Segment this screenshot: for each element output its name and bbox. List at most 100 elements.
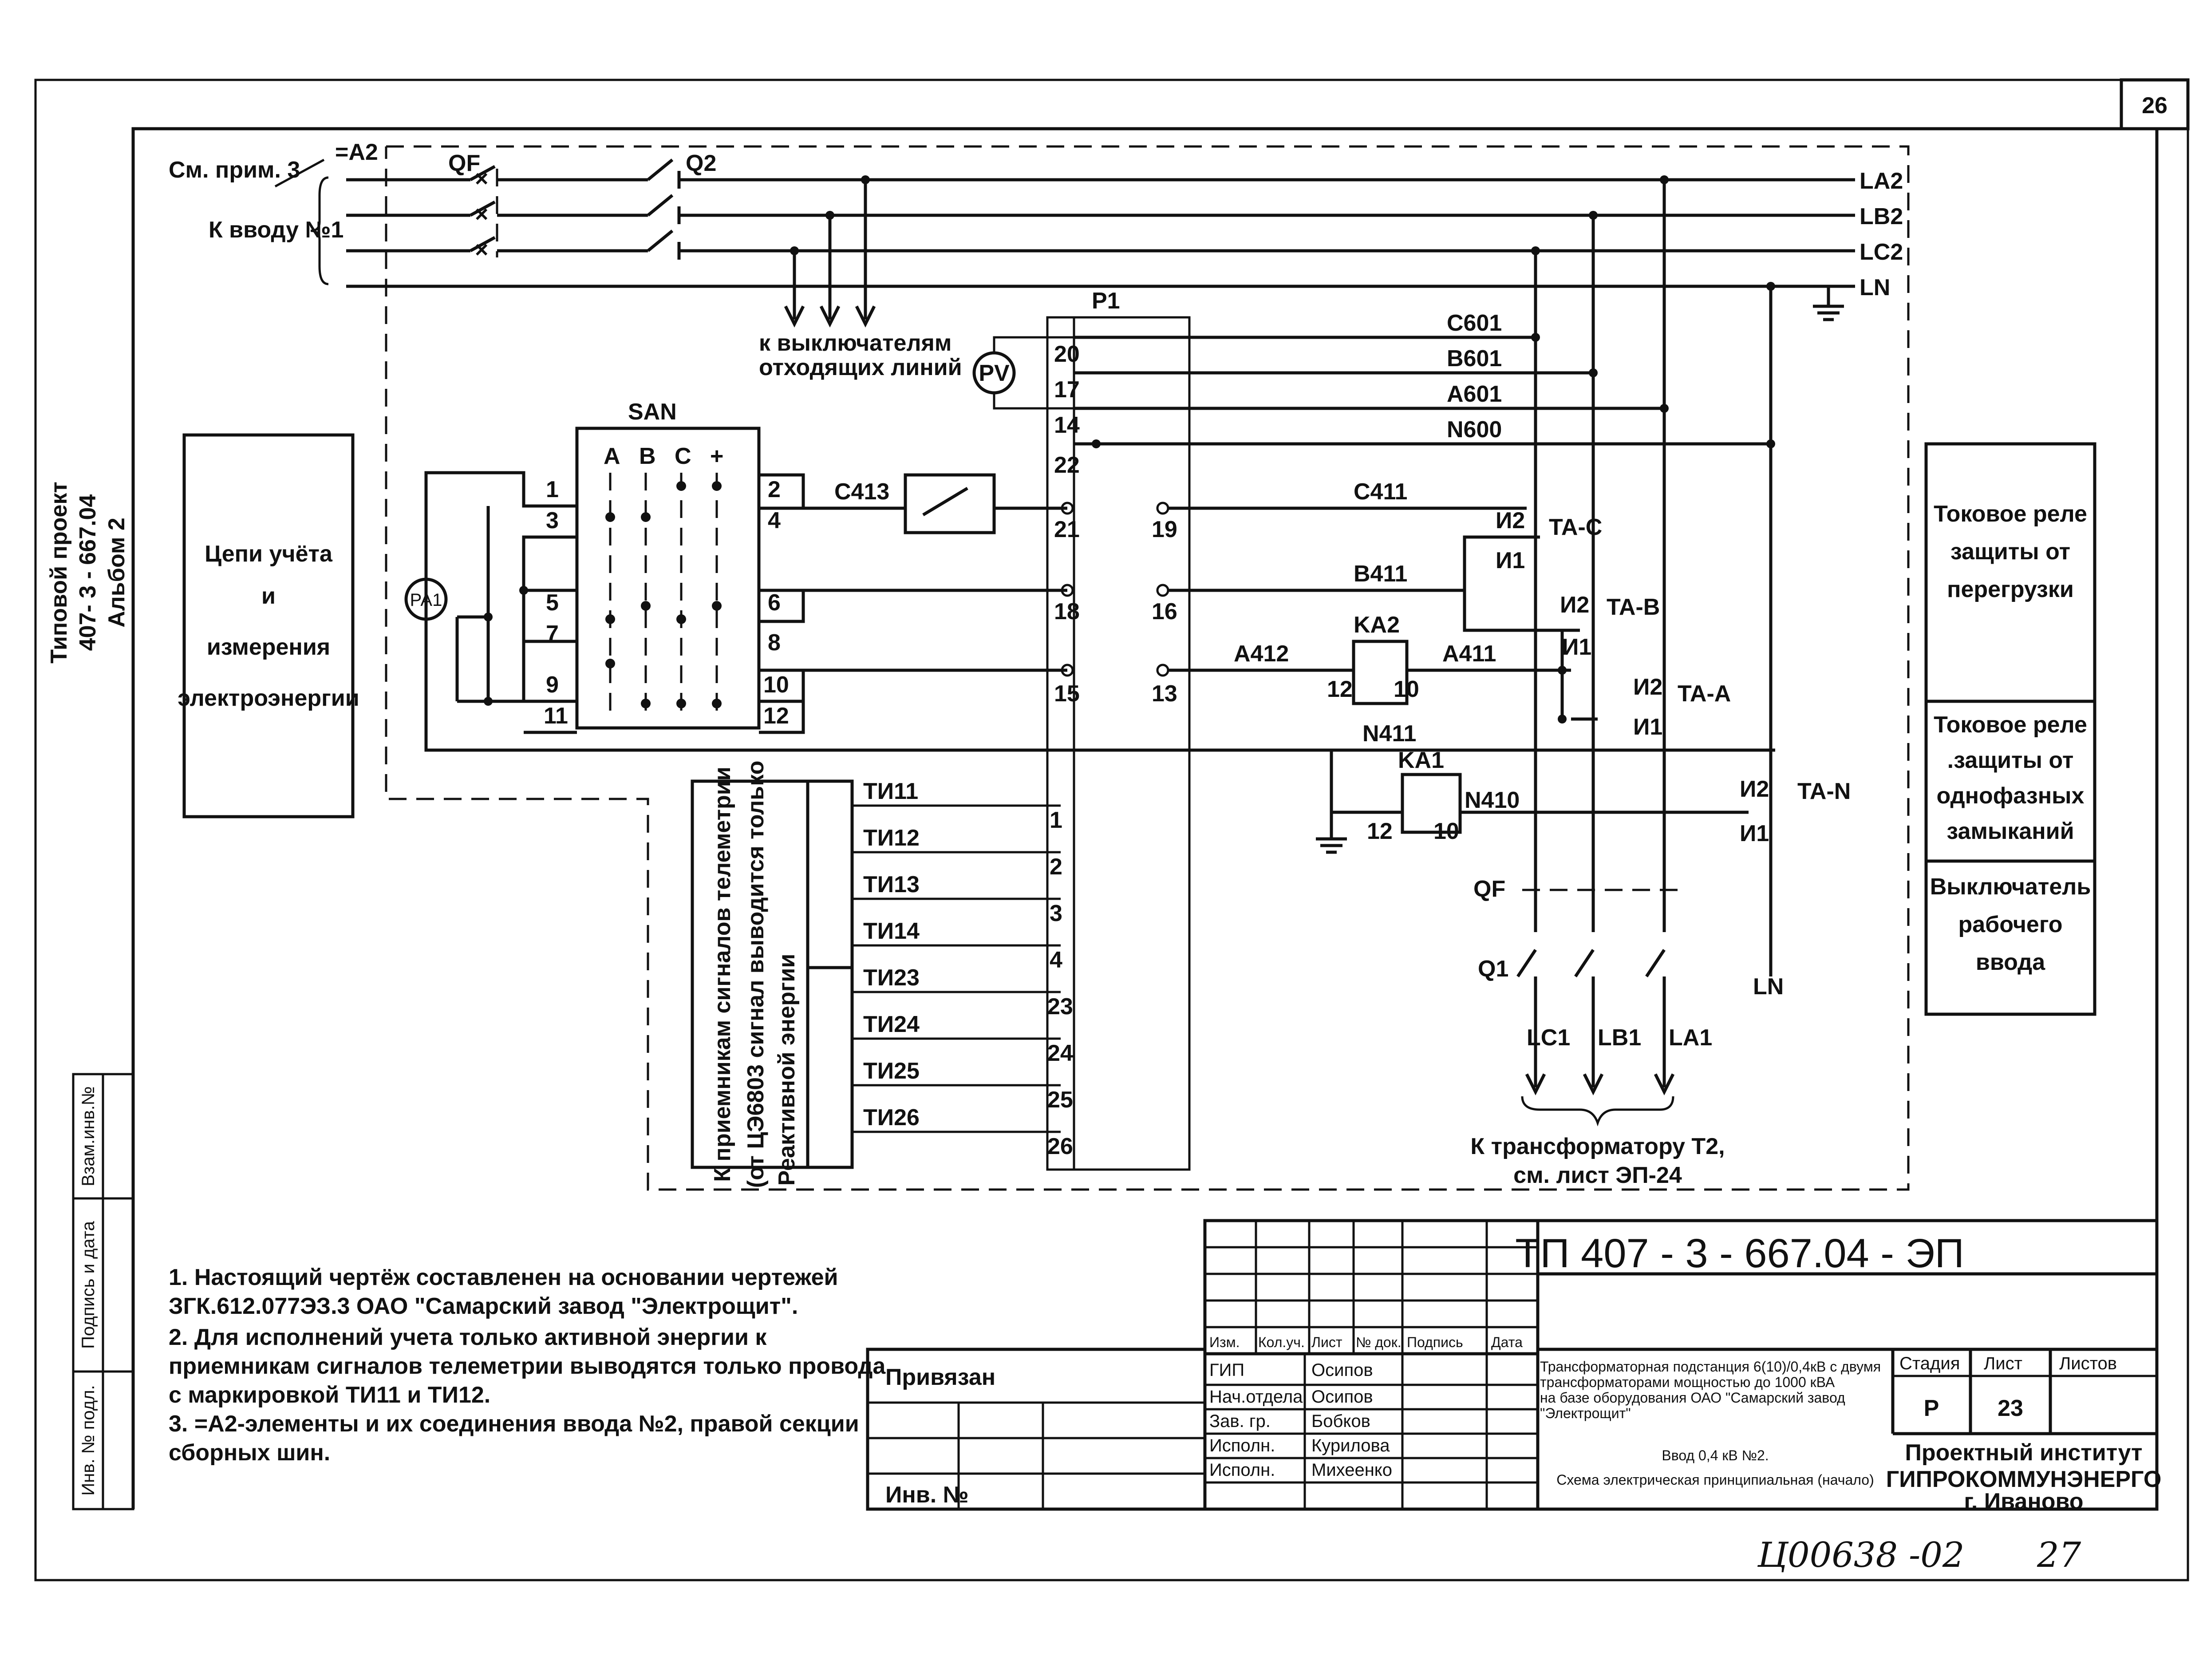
wire-n410: N410	[1465, 787, 1520, 813]
bus-lb2: LB2	[1860, 204, 1903, 229]
telemetry-signals: ТИ11 ТИ12 ТИ13 ТИ14 ТИ23 ТИ24 ТИ25 ТИ26	[852, 779, 1061, 1133]
svg-text:Исполн.: Исполн.	[1209, 1460, 1275, 1480]
svg-text:×: ×	[475, 202, 488, 227]
svg-text:ГИПРОКОММУНЭНЕРГО: ГИПРОКОММУНЭНЕРГО	[1886, 1467, 2162, 1492]
wire-a412: A412	[1234, 641, 1289, 667]
svg-text:приемникам сигналов телеметрии: приемникам сигналов телеметрии выводятся…	[169, 1353, 886, 1379]
bus-la2: LA2	[1860, 168, 1903, 194]
svg-text:И1: И1	[1496, 548, 1525, 573]
svg-text:10: 10	[1394, 676, 1419, 702]
svg-text:1: 1	[1050, 807, 1062, 833]
svg-text:Лист: Лист	[1311, 1334, 1342, 1350]
svg-text:с маркировкой ТИ11 и ТИ12.: с маркировкой ТИ11 и ТИ12.	[169, 1382, 490, 1408]
svg-text:ТИ12: ТИ12	[863, 825, 920, 851]
handwritten-serial: Ц00638 -02	[1757, 1535, 1965, 1575]
terminal-block-p1	[1046, 316, 1191, 1171]
svg-text:Осипов: Осипов	[1311, 1360, 1373, 1380]
breaker-qf-bottom	[1516, 888, 1678, 1095]
svg-text:Листов: Листов	[2059, 1354, 2117, 1373]
svg-text:№ док.: № док.	[1356, 1334, 1402, 1350]
out-lb1: LB1	[1598, 1025, 1641, 1051]
svg-text:ЗГК.612.077ЭЗ.3 ОАО "Самарский: ЗГК.612.077ЭЗ.3 ОАО "Самарский завод "Эл…	[169, 1293, 798, 1319]
contact-c413	[904, 473, 996, 534]
wire-a411: A411	[1442, 641, 1496, 667]
ka1-ground	[1316, 837, 1347, 854]
ground-symbol	[1813, 286, 1844, 321]
pv-label: PV	[979, 360, 1010, 386]
svg-text:И2: И2	[1740, 776, 1769, 802]
svg-text:И1: И1	[1633, 714, 1662, 740]
svg-text:9: 9	[546, 672, 559, 698]
side-stamp: Типовой проект 407- 3 - 667.04 Альбом 2	[46, 482, 130, 664]
svg-text:12: 12	[1327, 676, 1353, 702]
relay-ka1	[1401, 773, 1462, 834]
svg-text:Осипов: Осипов	[1311, 1387, 1373, 1407]
feeder-verticals	[1531, 175, 1775, 976]
wire-b601: B601	[1447, 346, 1502, 372]
qf-label: QF	[448, 150, 480, 176]
svg-text:перегрузки: перегрузки	[1947, 577, 2074, 602]
ct-b-label: TA-B	[1607, 594, 1660, 620]
svg-text:4: 4	[768, 508, 781, 534]
svg-text:12: 12	[1367, 818, 1393, 844]
out-lc1: LC1	[1527, 1025, 1570, 1051]
q1-label: Q1	[1478, 956, 1508, 982]
svg-text:"Электрощит": "Электрощит"	[1540, 1405, 1631, 1421]
side-stamp-line1: Типовой проект	[46, 482, 72, 664]
svg-text:Схема электрическая принципиал: Схема электрическая принципиальная (нача…	[1556, 1472, 1874, 1488]
svg-text:ТИ11: ТИ11	[863, 779, 918, 804]
svg-text:Выключатель: Выключатель	[1930, 874, 2091, 900]
p1-label: P1	[1092, 288, 1120, 314]
svg-text:И2: И2	[1633, 674, 1662, 700]
wire-b411: B411	[1354, 561, 1407, 587]
svg-text:Р: Р	[1924, 1395, 1939, 1421]
bus-lc2: LC2	[1860, 239, 1903, 265]
bus-bars	[346, 178, 1855, 288]
svg-text:трансформаторами мощностью до: трансформаторами мощностью до 1000 кВА	[1540, 1374, 1835, 1390]
ka1-label: KA1	[1398, 747, 1444, 773]
switch-san	[575, 427, 761, 730]
inner-frame	[131, 127, 2159, 1509]
svg-text:2: 2	[1050, 854, 1062, 880]
to-breakers-2: отходящих линий	[759, 355, 962, 380]
svg-text:ТИ14: ТИ14	[863, 918, 920, 944]
to-breakers-1: к выключателям	[759, 330, 951, 356]
strip-cell-1: Взам.инв.№	[79, 1086, 98, 1186]
bus-ln: LN	[1860, 275, 1890, 300]
side-stamp-line2: 407- 3 - 667.04	[75, 494, 101, 651]
svg-text:К трансформатору Т2,: К трансформатору Т2,	[1470, 1134, 1725, 1159]
svg-text:4: 4	[1050, 947, 1062, 973]
svg-text:г. Иваново: г. Иваново	[1964, 1489, 2083, 1514]
svg-text:измерения: измерения	[207, 634, 330, 660]
svg-text:см. лист ЭП-24: см. лист ЭП-24	[1513, 1162, 1682, 1188]
svg-text:ГИП: ГИП	[1209, 1360, 1244, 1380]
svg-text:15: 15	[1054, 681, 1080, 707]
svg-text:Зав. гр.: Зав. гр.	[1209, 1411, 1271, 1431]
wire-c411: C411	[1354, 479, 1407, 505]
san-label: SAN	[628, 399, 677, 425]
svg-text:Токовое реле: Токовое реле	[1934, 501, 2087, 527]
svg-text:11: 11	[544, 703, 568, 729]
svg-text:ТИ23: ТИ23	[863, 965, 920, 991]
svg-text:12: 12	[763, 703, 789, 729]
svg-text:24: 24	[1047, 1040, 1073, 1066]
san-contacts	[605, 473, 722, 719]
svg-text:Изм.: Изм.	[1209, 1334, 1240, 1350]
svg-text:(от ЦЭ6803 сигнал выводится то: (от ЦЭ6803 сигнал выводится только	[743, 761, 769, 1188]
svg-text:23: 23	[1998, 1395, 2023, 1421]
svg-text:Инв. №: Инв. №	[885, 1482, 969, 1508]
svg-text:.защиты от: .защиты от	[1947, 747, 2074, 773]
strip-cell-3: Инв. № подл.	[79, 1385, 98, 1495]
svg-text:10: 10	[763, 672, 789, 698]
svg-text:рабочего: рабочего	[1958, 912, 2062, 937]
svg-text:5: 5	[546, 590, 559, 616]
svg-text:14: 14	[1054, 412, 1080, 438]
strip-cell-2: Подпись и дата	[79, 1221, 98, 1348]
svg-text:21: 21	[1054, 517, 1080, 542]
ct-wiring	[1061, 502, 1598, 723]
sheet-number: 26	[2142, 93, 2168, 119]
